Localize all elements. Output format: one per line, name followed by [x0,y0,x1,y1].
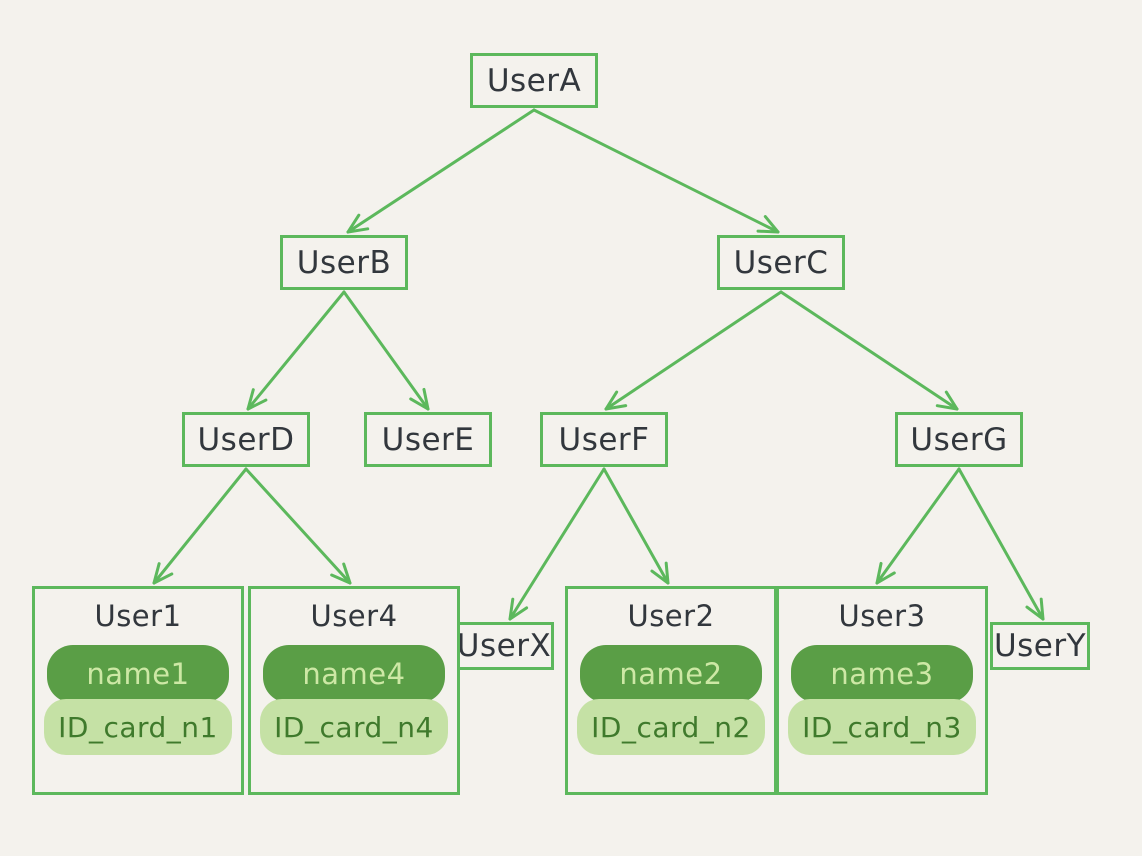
card-id-pill: ID_card_n4 [260,699,448,755]
arrowhead [650,561,670,585]
card-name-pill: name1 [47,645,229,703]
node-label: UserX [456,628,552,664]
edge-userc-to-userg [779,290,959,411]
edge-userc-to-userf [604,290,783,411]
arrowhead [1025,597,1045,621]
card-id-pill: ID_card_n3 [788,699,976,755]
edge-userb-to-usere [342,290,430,411]
edge-userg-to-user3 [875,467,961,585]
node-label: UserY [993,628,1087,664]
arrowhead [875,561,896,585]
node-label: UserD [197,421,295,458]
arrowhead [246,388,268,411]
arrowhead [346,213,370,234]
arrowhead [935,390,959,411]
card-name-pill: name4 [263,645,445,703]
edge-userd-to-user1 [152,467,248,585]
node-userg[interactable]: UserG [895,412,1023,467]
node-userb[interactable]: UserB [280,235,408,290]
edge-usera-to-userc [532,108,780,234]
node-userf[interactable]: UserF [540,412,668,467]
edge-userd-to-user4 [244,467,352,585]
node-usera[interactable]: UserA [470,53,598,108]
node-label: UserC [733,244,829,281]
node-usere[interactable]: UserE [364,412,492,467]
card-name-pill: name2 [580,645,762,703]
node-label: UserG [910,421,1008,458]
card-title: User2 [627,599,715,633]
edge-userb-to-userd [246,290,346,411]
arrowhead [604,390,628,411]
node-userx[interactable]: UserX [454,622,554,670]
node-label: UserF [558,421,650,458]
node-userc[interactable]: UserC [717,235,845,290]
card-id-pill: ID_card_n2 [577,699,765,755]
node-label: UserB [296,244,392,281]
node-usery[interactable]: UserY [990,622,1090,670]
node-label: UserE [381,421,475,458]
arrowhead [409,387,430,411]
edge-userf-to-user2 [602,467,670,585]
card-title: User4 [310,599,398,633]
node-label: UserA [486,62,582,99]
arrowhead [330,562,352,585]
card-name-pill: name3 [791,645,973,703]
card-title: User1 [94,599,182,633]
node-userd[interactable]: UserD [182,412,310,467]
arrowhead [152,562,174,585]
arrowhead [508,597,529,621]
card-id-pill: ID_card_n1 [44,699,232,755]
arrowhead [756,215,780,234]
card-title: User3 [838,599,926,633]
edge-usera-to-userb [346,108,536,234]
